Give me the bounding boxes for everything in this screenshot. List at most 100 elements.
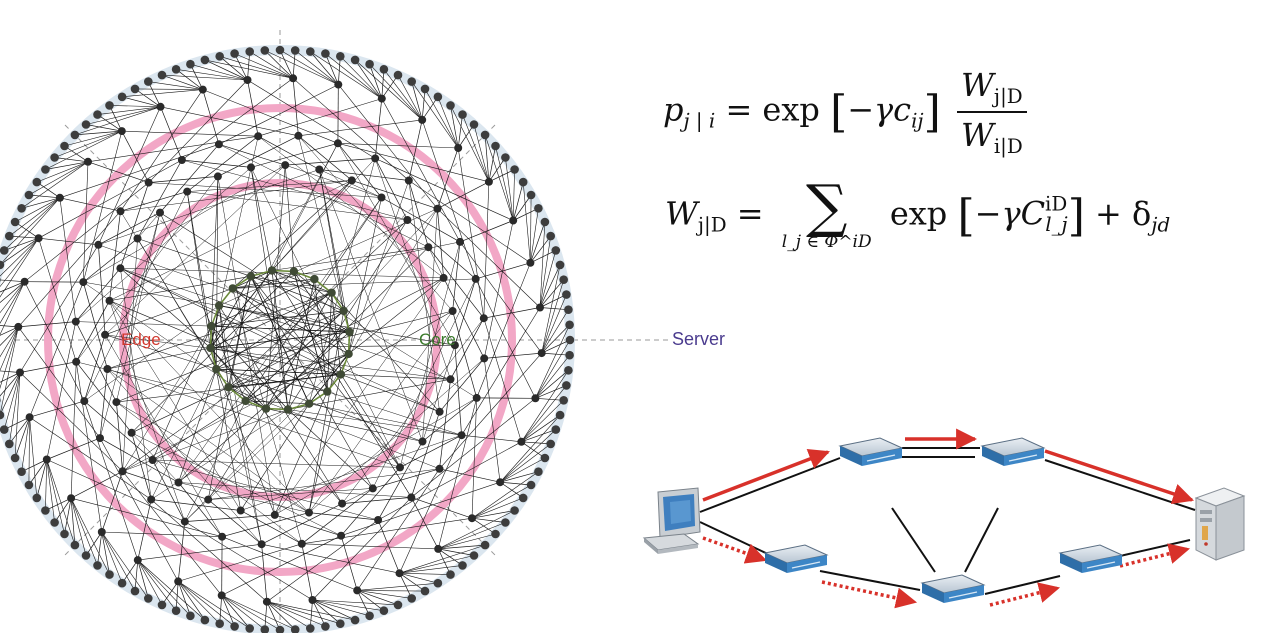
network-link bbox=[116, 310, 344, 403]
network-link bbox=[216, 368, 328, 392]
network-node bbox=[536, 303, 544, 312]
network-node bbox=[517, 437, 526, 446]
network-link bbox=[83, 281, 267, 409]
network-node bbox=[336, 52, 345, 61]
network-link bbox=[247, 79, 376, 159]
network-node bbox=[254, 132, 263, 141]
network-link bbox=[101, 531, 123, 584]
network-link bbox=[484, 134, 490, 182]
network-link bbox=[221, 595, 235, 627]
network-node bbox=[315, 165, 324, 174]
network-node bbox=[446, 570, 455, 579]
network-node bbox=[180, 517, 189, 526]
network-graph bbox=[0, 30, 668, 633]
network-link bbox=[452, 241, 461, 312]
network-link bbox=[411, 398, 536, 498]
network-link bbox=[266, 601, 356, 621]
network-node bbox=[94, 240, 103, 249]
network-link bbox=[541, 279, 564, 354]
network-link bbox=[308, 358, 485, 513]
network-node bbox=[337, 531, 346, 540]
network-node bbox=[267, 266, 277, 275]
network-link bbox=[340, 467, 401, 536]
network-node bbox=[289, 74, 298, 83]
network-link bbox=[207, 499, 262, 545]
network-link bbox=[0, 326, 19, 390]
network-node bbox=[97, 528, 106, 536]
network-link bbox=[372, 468, 440, 489]
network-link bbox=[216, 310, 453, 370]
network-link bbox=[399, 572, 438, 584]
network-link bbox=[46, 459, 55, 523]
network-link bbox=[438, 544, 486, 550]
router-icon bbox=[1058, 544, 1124, 573]
network-link bbox=[14, 417, 30, 459]
network-link bbox=[4, 237, 39, 251]
network-link bbox=[437, 548, 451, 575]
network-link bbox=[488, 157, 506, 182]
network-link bbox=[84, 305, 220, 402]
network-node bbox=[81, 551, 91, 560]
network-node bbox=[261, 404, 271, 413]
network-node bbox=[0, 398, 1, 403]
network-node bbox=[403, 216, 412, 224]
network-link bbox=[411, 81, 459, 149]
network-node bbox=[147, 495, 156, 504]
network-link bbox=[75, 267, 121, 322]
network-link bbox=[101, 531, 149, 599]
network-link bbox=[107, 292, 332, 370]
network-node bbox=[559, 275, 568, 285]
network-link bbox=[122, 89, 203, 98]
network-link bbox=[186, 191, 211, 349]
network-link bbox=[513, 207, 539, 221]
network-link bbox=[342, 497, 412, 504]
network-link bbox=[14, 221, 39, 239]
network-link bbox=[148, 182, 382, 198]
network-link bbox=[264, 601, 268, 630]
network-node bbox=[281, 161, 290, 170]
network-node bbox=[518, 493, 528, 503]
network-node bbox=[377, 193, 386, 202]
network-link bbox=[459, 241, 542, 354]
network-node bbox=[245, 47, 254, 56]
network-link bbox=[483, 181, 490, 319]
network-link bbox=[28, 417, 30, 486]
network-link bbox=[337, 56, 341, 85]
network-node bbox=[479, 314, 488, 323]
network-link bbox=[116, 402, 123, 472]
network-link bbox=[476, 262, 531, 399]
network-link bbox=[250, 276, 374, 489]
network-node bbox=[344, 349, 353, 359]
network-link bbox=[207, 408, 267, 500]
network-link bbox=[247, 51, 251, 81]
network-link bbox=[221, 595, 296, 630]
network-link bbox=[109, 300, 328, 392]
network-node bbox=[157, 70, 167, 80]
network-link bbox=[19, 244, 99, 373]
network-node bbox=[480, 540, 490, 550]
network-link bbox=[216, 368, 341, 375]
network-link bbox=[354, 59, 383, 99]
network-link bbox=[439, 358, 485, 413]
network-link bbox=[83, 334, 106, 402]
network-link bbox=[312, 599, 399, 606]
network-link bbox=[250, 167, 289, 410]
network-node bbox=[148, 456, 157, 464]
network-link bbox=[87, 161, 149, 183]
network-link bbox=[422, 397, 477, 442]
network-node bbox=[546, 231, 555, 241]
network-link bbox=[279, 49, 339, 85]
network-node bbox=[564, 366, 573, 375]
network-link bbox=[137, 543, 262, 561]
network-node bbox=[353, 586, 362, 595]
network-link bbox=[462, 114, 490, 182]
network-link bbox=[97, 531, 103, 566]
network-link bbox=[137, 559, 163, 606]
network-link bbox=[219, 305, 350, 333]
network-link bbox=[45, 161, 89, 170]
network-link bbox=[152, 459, 186, 522]
network-link bbox=[0, 281, 25, 304]
edge-label: Edge bbox=[121, 330, 161, 349]
network-link bbox=[298, 119, 423, 137]
network-node bbox=[84, 157, 92, 166]
